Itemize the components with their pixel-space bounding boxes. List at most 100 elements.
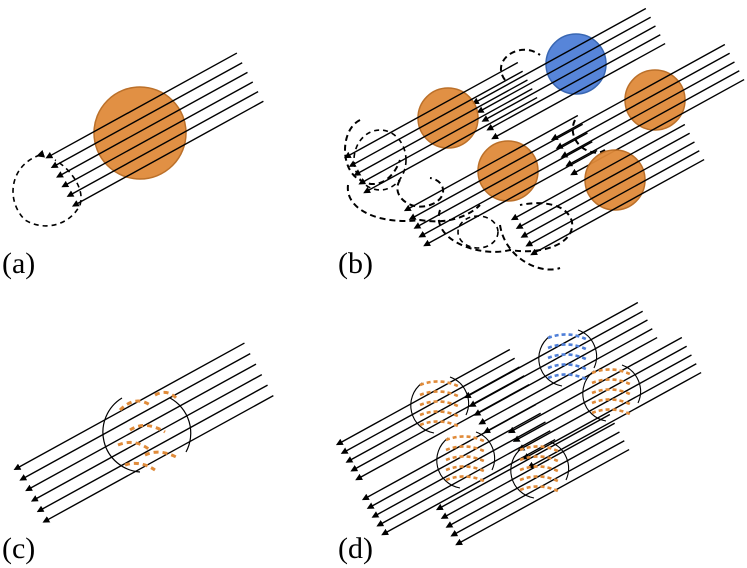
flux-fragment <box>117 440 151 452</box>
flux-line <box>455 448 630 546</box>
flux-fragment <box>154 390 180 402</box>
flux-line <box>13 342 245 471</box>
flux-line <box>515 132 690 229</box>
flux-line <box>66 91 259 197</box>
shell-arc <box>436 437 461 489</box>
flux-line <box>335 348 511 446</box>
flux-line <box>522 363 697 460</box>
blue-flux-fragment <box>547 373 589 382</box>
orange-flux-fragment <box>419 380 461 389</box>
panel-b-diagram <box>343 7 745 271</box>
flux-line <box>525 150 700 247</box>
panel-c-label: (c) <box>2 532 36 565</box>
blue-flux-fragment <box>547 353 589 362</box>
current-path <box>437 202 574 253</box>
flux-fragment <box>129 424 166 434</box>
panel-a-label: (a) <box>2 247 36 280</box>
panel-d-label: (d) <box>338 532 373 565</box>
flux-line <box>45 52 238 159</box>
flux-line <box>517 354 692 451</box>
shell-arc <box>582 370 607 422</box>
flux-line <box>491 42 666 140</box>
flux-line <box>440 422 615 519</box>
current-loop <box>12 149 81 227</box>
flux-line <box>358 88 533 185</box>
flux-line <box>348 70 523 167</box>
flux-line <box>340 357 515 454</box>
shell-arc <box>169 397 192 453</box>
orange-flux-fragment <box>419 410 461 419</box>
flux-line <box>550 43 726 141</box>
current-path <box>499 224 561 271</box>
blue-flux-fragment <box>547 333 589 342</box>
flux-fragment <box>124 461 156 472</box>
flux-line <box>376 430 551 527</box>
flux-fragment <box>118 399 151 412</box>
shell-arc <box>538 335 563 387</box>
flux-line <box>481 25 656 122</box>
flux-line <box>565 70 740 167</box>
orange-flux-fragment <box>519 455 561 464</box>
flux-line <box>363 96 538 194</box>
flux-line <box>403 114 579 212</box>
flux-line <box>42 395 274 523</box>
orange-flux-fragment <box>591 368 633 377</box>
flux-line <box>408 123 583 220</box>
current-path <box>346 184 481 223</box>
panel-b-label: (b) <box>338 247 373 280</box>
flux-line <box>478 328 653 425</box>
orange-flux-fragment <box>419 390 461 399</box>
current-loop <box>353 129 407 191</box>
flux-line <box>36 384 268 513</box>
flux-line <box>19 352 251 481</box>
shell-arc <box>577 329 598 369</box>
orange-flux-fragment <box>445 455 487 464</box>
flux-line <box>471 7 647 105</box>
orange-flux-fragment <box>591 378 633 387</box>
flux-line <box>350 375 525 472</box>
flux-line <box>530 158 705 256</box>
flux-line <box>512 345 687 442</box>
flux-line <box>30 373 263 502</box>
orange-flux-fragment <box>591 398 633 407</box>
flux-line <box>71 100 264 207</box>
current-path <box>571 119 606 154</box>
flux-line <box>353 79 528 176</box>
flux-line <box>527 371 702 469</box>
flux-line <box>486 34 661 131</box>
flux-line <box>50 62 243 169</box>
panel-d-diagram <box>335 301 702 546</box>
flux-line <box>366 412 541 509</box>
flux-fragment <box>144 450 179 460</box>
flux-line <box>507 336 683 434</box>
flux-line <box>555 52 730 149</box>
flux-line <box>423 149 598 247</box>
orange-particle <box>477 140 539 202</box>
panel-c-diagram <box>13 342 274 523</box>
orange-flux-fragment <box>519 465 561 474</box>
orange-flux-fragment <box>519 485 561 494</box>
orange-flux-fragment <box>419 420 461 429</box>
orange-flux-fragment <box>591 388 633 397</box>
flux-line <box>61 81 254 188</box>
flux-line <box>345 366 520 463</box>
blue-flux-fragment <box>547 363 589 372</box>
flux-line <box>413 132 588 229</box>
current-path <box>344 119 401 186</box>
orange-flux-fragment <box>591 408 633 417</box>
shell-arc <box>475 431 496 471</box>
flux-line <box>355 383 530 481</box>
shell-arc <box>410 382 435 434</box>
orange-flux-fragment <box>419 400 461 409</box>
orange-particle <box>584 149 646 211</box>
flux-line <box>445 431 620 528</box>
flux-line <box>435 413 611 511</box>
orange-flux-fragment <box>445 445 487 454</box>
orange-particle <box>417 87 479 149</box>
shell-arc <box>549 441 570 481</box>
flux-line <box>450 440 625 537</box>
shell-arc <box>102 397 141 473</box>
blue-particle <box>545 33 607 95</box>
flux-line <box>371 421 546 518</box>
